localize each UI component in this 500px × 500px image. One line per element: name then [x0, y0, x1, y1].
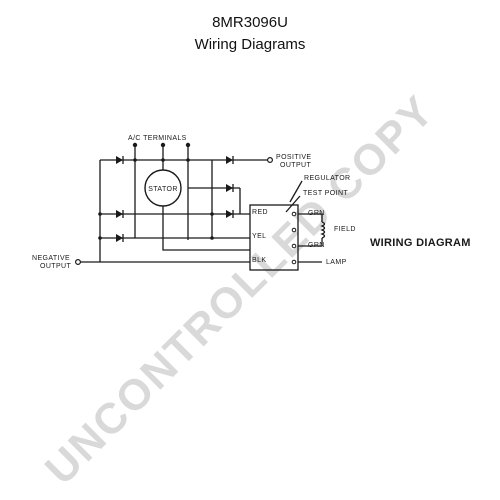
negative-output-terminal: [74, 259, 81, 266]
yel-wire-label: YEL: [252, 233, 266, 240]
regulator-pin: [291, 259, 297, 265]
test-point-leader: [285, 195, 301, 213]
regulator-box: [249, 204, 299, 271]
field-coil: [320, 221, 326, 239]
negative-output-label-line1: NEGATIVE: [32, 255, 70, 262]
regulator-pin: [291, 211, 297, 217]
junction-dot: [161, 158, 165, 162]
regulator-pin: [291, 243, 297, 249]
field-label: FIELD: [334, 226, 356, 233]
labels: A/C TERMINALS POSITIVE OUTPUT NEGATIVE O…: [32, 135, 471, 270]
regulator-label: REGULATOR: [304, 175, 351, 182]
negative-output-label-line2: OUTPUT: [40, 263, 71, 270]
diode: [226, 184, 233, 192]
stator-center-wire: [162, 198, 250, 251]
regulator-pin: [291, 227, 297, 233]
stator-label: STATOR: [148, 186, 178, 193]
regulator-leader: [289, 180, 303, 203]
diode: [116, 156, 123, 164]
watermark-text: UNCONTROLLED COPY: [36, 86, 444, 494]
red-wire-label: RED: [252, 209, 268, 216]
wiring-diagram-label: WIRING DIAGRAM: [370, 237, 471, 249]
stator-symbol: [144, 169, 182, 207]
ac-terminals-label: A/C TERMINALS: [128, 135, 187, 142]
junction-dot: [210, 212, 214, 216]
diodes: [116, 156, 234, 242]
ac-terminal-2: [160, 142, 166, 148]
diode: [116, 210, 123, 218]
junction-dot: [133, 158, 137, 162]
test-point-label: TEST POINT: [303, 190, 348, 197]
junction-dot: [98, 212, 102, 216]
terminals: [74, 142, 297, 266]
positive-output-label-line2: OUTPUT: [280, 162, 311, 169]
title-block: 8MR3096U Wiring Diagrams: [0, 12, 500, 56]
positive-output-terminal: [267, 157, 274, 164]
wiring-diagrams-subtitle: Wiring Diagrams: [194, 36, 306, 53]
diode: [116, 234, 123, 242]
grn-bottom-label: GRN: [308, 242, 325, 249]
diode: [226, 210, 233, 218]
blk-wire-label: BLK: [252, 257, 266, 264]
junction-dot: [186, 158, 190, 162]
ac-terminal-3: [185, 142, 191, 148]
lamp-label: LAMP: [326, 259, 347, 266]
junction-dot: [98, 236, 102, 240]
ac-terminal-1: [132, 142, 138, 148]
part-number-title: 8MR3096U: [212, 14, 288, 31]
grn-top-label: GRN: [308, 210, 325, 217]
junction-dot: [210, 236, 214, 240]
diode: [226, 156, 233, 164]
positive-output-label-line1: POSITIVE: [276, 154, 312, 161]
